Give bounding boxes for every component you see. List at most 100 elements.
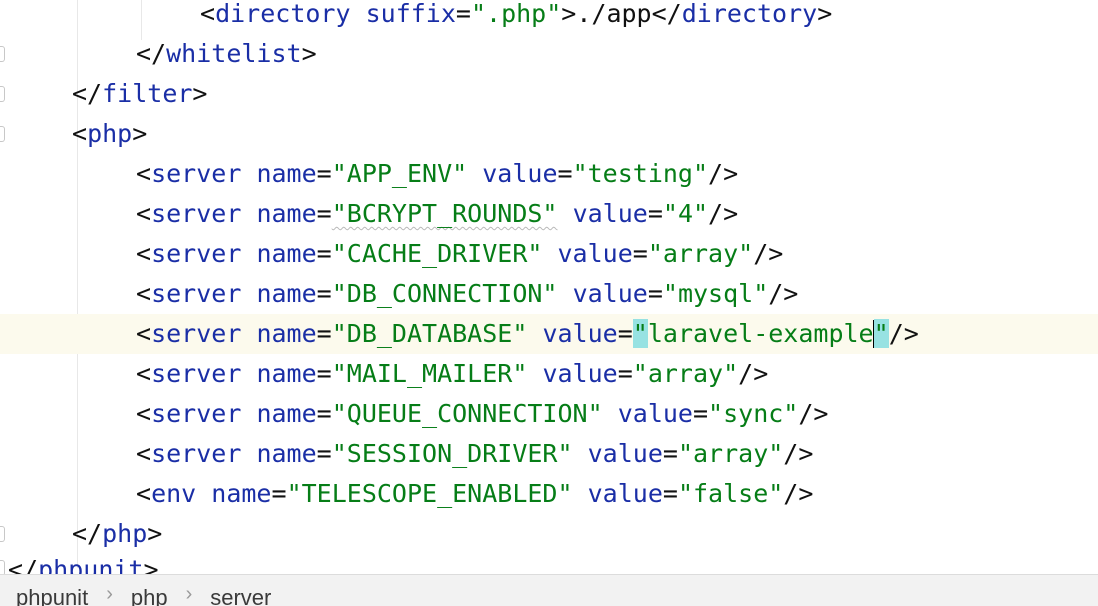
equals-sign: = xyxy=(617,359,633,388)
breadcrumb-item-phpunit[interactable]: phpunit xyxy=(16,585,89,606)
attribute-name: suffix xyxy=(365,0,456,28)
fold-marker-icon[interactable] xyxy=(0,526,5,542)
attribute-value: "4" xyxy=(662,199,709,228)
tag-bracket: < xyxy=(136,319,152,348)
attribute-value: "array" xyxy=(632,359,739,388)
equals-sign: = xyxy=(455,0,471,28)
attribute-name: name xyxy=(256,279,317,308)
breadcrumb-item-server[interactable]: server xyxy=(210,585,272,606)
attribute-value: "false" xyxy=(677,479,784,508)
tag-bracket: </ xyxy=(72,519,103,548)
tag-bracket: < xyxy=(136,279,152,308)
code-line[interactable]: <directory suffix=".php">./app</director… xyxy=(0,0,1098,40)
self-close-bracket: /> xyxy=(798,399,829,428)
attribute-value: ".php" xyxy=(470,0,562,28)
equals-sign: = xyxy=(316,199,332,228)
equals-sign: = xyxy=(316,319,332,348)
code-line[interactable]: </filter> xyxy=(0,80,1098,120)
tag-name: server xyxy=(151,319,242,348)
equals-sign: = xyxy=(647,199,663,228)
attribute-value: "DB_DATABASE" xyxy=(331,319,528,348)
tag-bracket: </ xyxy=(136,39,167,68)
tag-name: env xyxy=(151,479,197,508)
attribute-name: name xyxy=(211,479,272,508)
tag-bracket: < xyxy=(136,239,152,268)
equals-sign: = xyxy=(271,479,287,508)
code-line[interactable]: </whitelist> xyxy=(0,40,1098,80)
self-close-bracket: /> xyxy=(738,359,769,388)
self-close-bracket: /> xyxy=(783,479,814,508)
code-line[interactable]: <server name="CACHE_DRIVER" value="array… xyxy=(0,240,1098,280)
attribute-name: value xyxy=(542,359,618,388)
matched-quote-highlight: " xyxy=(873,319,889,348)
indent-guide xyxy=(141,0,142,40)
attribute-name: value xyxy=(572,199,648,228)
equals-sign: = xyxy=(316,279,332,308)
code-line[interactable]: <server name="BCRYPT_ROUNDS" value="4"/> xyxy=(0,200,1098,240)
breadcrumb-item-php[interactable]: php xyxy=(130,585,168,606)
attribute-name: value xyxy=(542,319,618,348)
attribute-value: "sync" xyxy=(708,399,799,428)
attribute-name: value xyxy=(617,399,693,428)
tag-name: server xyxy=(151,199,242,228)
attribute-name: name xyxy=(256,159,317,188)
equals-sign: = xyxy=(316,159,332,188)
equals-sign: = xyxy=(662,479,678,508)
tag-bracket: > xyxy=(192,79,208,108)
tag-name: filter xyxy=(102,79,193,108)
matched-quote-highlight: " xyxy=(632,319,648,348)
fold-marker-icon[interactable] xyxy=(0,86,5,102)
tag-bracket: </ xyxy=(651,0,682,28)
attribute-value: "APP_ENV" xyxy=(331,159,468,188)
tag-bracket: > xyxy=(132,119,148,148)
breadcrumb: phpunit › php › server xyxy=(0,574,1098,606)
attribute-name: value xyxy=(572,279,648,308)
attribute-value: "QUEUE_CONNECTION" xyxy=(331,399,603,428)
code-line[interactable]: </php> xyxy=(0,520,1098,560)
tag-name: server xyxy=(151,239,242,268)
equals-sign: = xyxy=(662,439,678,468)
equals-sign: = xyxy=(316,239,332,268)
tag-name: server xyxy=(151,399,242,428)
attribute-name: value xyxy=(587,479,663,508)
current-code-line[interactable]: <server name="DB_DATABASE" value="larave… xyxy=(0,314,1098,354)
self-close-bracket: /> xyxy=(783,439,814,468)
code-line[interactable]: <php> xyxy=(0,120,1098,160)
self-close-bracket: /> xyxy=(768,279,799,308)
attribute-value: "CACHE_DRIVER" xyxy=(331,239,543,268)
self-close-bracket: /> xyxy=(708,199,739,228)
tag-bracket: > xyxy=(561,0,577,28)
equals-sign: = xyxy=(557,159,573,188)
code-line[interactable]: <server name="MAIL_MAILER" value="array"… xyxy=(0,360,1098,400)
tag-name: directory xyxy=(681,0,818,28)
chevron-right-icon: › xyxy=(106,583,113,605)
attribute-value: "MAIL_MAILER" xyxy=(331,359,528,388)
attribute-value: "DB_CONNECTION" xyxy=(331,279,558,308)
tag-name: server xyxy=(151,279,242,308)
attribute-value: "array" xyxy=(677,439,784,468)
tag-bracket: > xyxy=(301,39,317,68)
self-close-bracket: /> xyxy=(888,319,919,348)
equals-sign: = xyxy=(692,399,709,428)
self-close-bracket: /> xyxy=(753,239,784,268)
attribute-name: name xyxy=(256,359,317,388)
code-line[interactable]: <server name="QUEUE_CONNECTION" value="s… xyxy=(0,400,1098,440)
attribute-name: value xyxy=(587,439,663,468)
tag-name: php xyxy=(102,519,148,548)
equals-sign: = xyxy=(316,439,332,468)
code-line[interactable]: <env name="TELESCOPE_ENABLED" value="fal… xyxy=(0,480,1098,520)
code-line[interactable]: <server name="APP_ENV" value="testing"/> xyxy=(0,160,1098,200)
attribute-name: value xyxy=(482,159,558,188)
code-line[interactable]: <server name="DB_CONNECTION" value="mysq… xyxy=(0,280,1098,320)
attribute-name: value xyxy=(557,239,633,268)
tag-name: server xyxy=(151,159,242,188)
code-line[interactable]: <server name="SESSION_DRIVER" value="arr… xyxy=(0,440,1098,480)
tag-name: whitelist xyxy=(166,39,302,68)
attribute-name: name xyxy=(256,439,317,468)
fold-marker-icon[interactable] xyxy=(0,46,5,62)
fold-marker-icon[interactable] xyxy=(0,126,5,142)
tag-name: directory xyxy=(215,0,351,28)
attribute-value: "array" xyxy=(647,239,754,268)
equals-sign: = xyxy=(617,319,633,348)
